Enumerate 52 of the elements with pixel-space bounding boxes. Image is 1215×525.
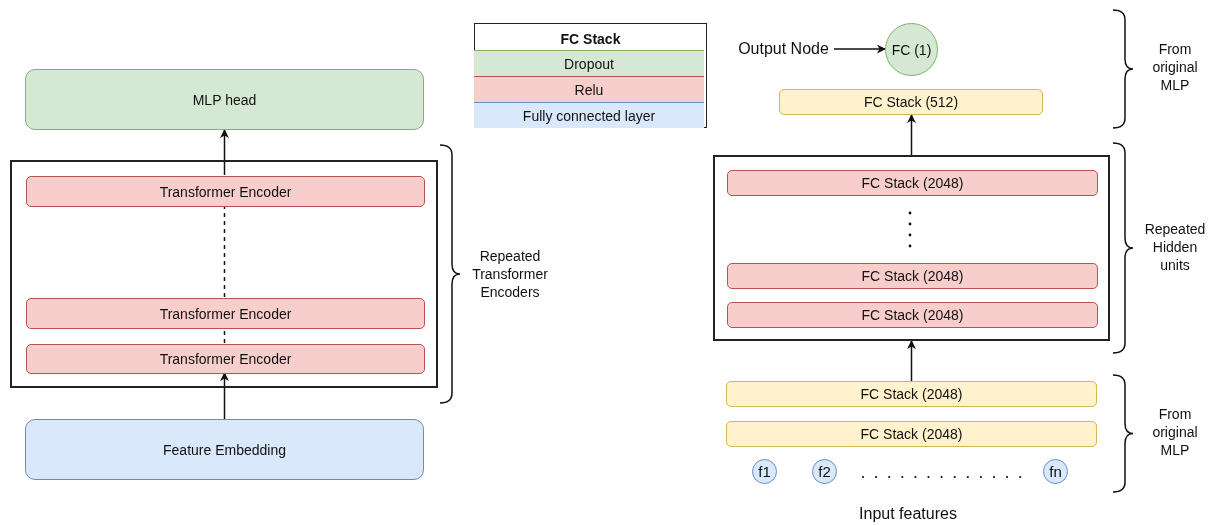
node-text: Feature Embedding [163, 441, 286, 458]
node-text: Transformer Encoder [159, 305, 292, 322]
arrow [907, 114, 916, 156]
layer-box [727, 263, 1098, 289]
table-row [474, 50, 704, 76]
output-circle [885, 23, 938, 76]
arrow [220, 372, 229, 420]
node-text: fn [1049, 463, 1062, 480]
dashed-connector [223, 205, 226, 298]
node-text: MLP head [192, 91, 257, 108]
bracket-label: From original MLP [1151, 40, 1199, 95]
node-text: FC Stack (2048) [861, 175, 964, 191]
node-text: FC Stack (2048) [861, 307, 964, 323]
node-text: Output Node [738, 39, 829, 59]
node-text: Fully connected layer [522, 107, 656, 124]
feature-circle [1043, 459, 1068, 484]
node-text: FC Stack (2048) [861, 268, 964, 284]
arrow [907, 340, 916, 382]
table-row [474, 102, 704, 128]
node-text: FC (1) [891, 41, 932, 58]
node-text: Transformer Encoder [159, 183, 292, 200]
feature-circle [752, 459, 777, 484]
feature-circle [812, 459, 837, 484]
layer-box [726, 421, 1097, 447]
layer-box [779, 89, 1043, 115]
bracket-label: Repeated Transformer Encoders [471, 247, 549, 302]
encoder-box [26, 298, 425, 329]
node-text: Transformer Encoder [159, 351, 292, 367]
group-frame [713, 155, 1110, 341]
layer-box [726, 381, 1097, 407]
arrow [833, 44, 886, 54]
node-text: FC Stack (2048) [860, 386, 963, 402]
layer-box [727, 302, 1098, 328]
group-frame [10, 160, 438, 388]
embedding-box [25, 419, 424, 480]
layer-box [727, 170, 1098, 196]
node-text: FC Stack (2048) [860, 426, 963, 442]
table-row [474, 76, 704, 102]
arrow [220, 129, 229, 176]
bracket-label: From original MLP [1151, 405, 1199, 460]
node-text: f1 [758, 463, 771, 480]
encoder-box [26, 344, 425, 374]
node-text: Dropout [564, 55, 614, 72]
encoder-box [26, 176, 425, 207]
node-text: FC Stack (512) [863, 94, 959, 110]
node-text: FC Stack [560, 31, 621, 48]
head-box [25, 69, 424, 130]
legend-table [474, 23, 707, 128]
bracket-label: Repeated Hidden units [1143, 220, 1207, 275]
caption-text: Input features [858, 504, 958, 524]
node-text: Relu [574, 81, 604, 98]
node-text: f2 [818, 463, 831, 480]
